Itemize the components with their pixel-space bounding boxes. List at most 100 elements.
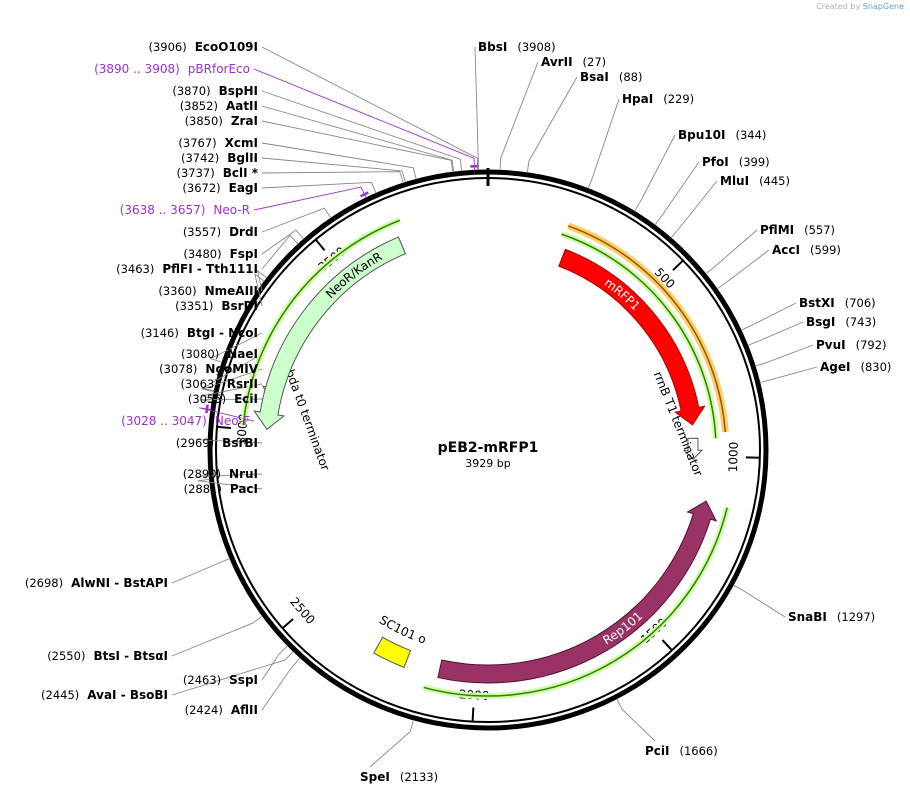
site-labels: EcoO109I(3906)pBRforEco(3890 .. 3908)Bsp…: [25, 40, 892, 784]
tick-mark: [672, 259, 684, 271]
tick-mark: [471, 707, 475, 722]
site-label-bsphi: BspHI: [219, 84, 258, 98]
leader-line: [616, 698, 656, 742]
leader-line: [759, 366, 818, 383]
site-label-hpai: HpaI: [622, 92, 653, 106]
leader-line: [201, 353, 263, 392]
leader-line: [197, 478, 263, 490]
rep101-green-line: [423, 507, 728, 697]
site-label-ecoo109i: EcoO109I: [195, 40, 258, 54]
site-position: (88): [619, 70, 643, 84]
leader-line: [716, 249, 770, 290]
leader-line: [261, 105, 455, 173]
site-label-pflfi-tth111i: PflFI - Tth111I: [162, 262, 258, 276]
leader-line: [171, 558, 231, 584]
site-label-bbsi: BbsI: [478, 40, 507, 54]
leader-line: [261, 207, 332, 233]
site-position: (3767): [178, 136, 216, 150]
site-position: (743): [845, 315, 876, 329]
site-position: (445): [759, 174, 790, 188]
leader-line: [200, 383, 263, 399]
leader-line: [526, 76, 578, 173]
leader-line: [654, 161, 700, 226]
leader-line: [196, 439, 263, 444]
site-label-sspi: SspI: [229, 673, 258, 687]
leader-line: [261, 157, 406, 183]
site-position: (2698): [25, 576, 63, 590]
site-position: (344): [735, 128, 766, 142]
site-position: (2463): [183, 673, 221, 687]
leader-line: [200, 368, 263, 393]
site-label-zrai: ZraI: [231, 114, 258, 128]
plasmid-name: pEB2-mRFP1: [438, 440, 539, 456]
site-label-pflmi: PflMI: [760, 223, 794, 237]
leader-line: [261, 229, 305, 255]
site-label-avai-bsobi: AvaI - BsoBI: [87, 688, 168, 702]
leader-line: [633, 134, 676, 212]
site-position: (3672): [182, 181, 220, 195]
site-label-bpu10i: Bpu10I: [678, 128, 725, 142]
site-label-xcmi: XcmI: [225, 136, 258, 150]
site-label-bsgi: BsgI: [806, 315, 835, 329]
site-label-bcli: BclI *: [223, 166, 259, 180]
site-position: (3908): [517, 40, 555, 54]
site-label-ngomiv: NgoMIV: [205, 362, 258, 376]
leader-line: [499, 61, 539, 171]
site-label-nrui: NruI: [229, 467, 258, 481]
site-position: (3463): [116, 262, 154, 276]
primer-label-neo-f: Neo-F: [215, 414, 250, 428]
leader-line: [254, 273, 265, 307]
leader-line: [253, 68, 476, 171]
neor-green-line: [242, 219, 401, 426]
site-label-pcii: PciI: [645, 744, 670, 758]
primer-range: (3890 .. 3908): [94, 62, 180, 76]
tick-mark: [281, 618, 294, 629]
leader-line: [171, 651, 294, 696]
leader-line: [261, 46, 479, 171]
site-label-avrii: AvrII: [541, 55, 573, 69]
mrfp1-green-line: [561, 233, 717, 439]
leader-line: [261, 171, 404, 184]
site-position: (3146): [141, 326, 179, 340]
primer-label-neo-r: Neo-R: [213, 203, 250, 217]
site-label-paci: PacI: [230, 482, 258, 496]
site-position: (1297): [837, 610, 875, 624]
site-label-bstxi: BstXI: [799, 296, 835, 310]
site-position: (2550): [47, 649, 85, 663]
site-position: (2881): [184, 482, 222, 496]
tick-label: 2500: [287, 595, 318, 627]
leader-line: [171, 615, 263, 657]
leader-line: [261, 645, 289, 681]
leader-line: [705, 229, 758, 275]
leader-line: [261, 657, 301, 711]
neor-kanr-arrow: [253, 236, 407, 431]
leader-line: [256, 269, 268, 292]
credit-prefix: Created by: [816, 2, 861, 11]
rrnb-terminator-icon: [682, 437, 704, 460]
leader-line: [261, 142, 417, 180]
snapgene-credit: Created by SnapGene: [816, 2, 904, 11]
leader-line: [587, 98, 620, 189]
site-label-pfoi: PfoI: [702, 155, 729, 169]
leader-line: [261, 234, 299, 270]
primer-range: (3638 .. 3657): [120, 203, 206, 217]
site-leaders: [171, 46, 818, 768]
site-label-mlui: MluI: [720, 174, 749, 188]
site-position: (3852): [180, 99, 218, 113]
site-label-bsai: BsaI: [580, 70, 609, 84]
site-label-snabi: SnaBI: [788, 610, 827, 624]
leader-line: [747, 321, 804, 346]
site-position: (3080): [181, 347, 219, 361]
site-position: (3742): [181, 151, 219, 165]
primer-label-pbrforeco: pBRforEco: [188, 62, 250, 76]
site-position: (2424): [185, 703, 223, 717]
leader-line: [474, 46, 480, 171]
rep101-arrow: [437, 500, 718, 684]
site-label-rsrii: RsrII: [227, 377, 258, 391]
site-position: (3351): [175, 299, 213, 313]
site-label-spei: SpeI: [360, 770, 390, 784]
site-label-eagi: EagI: [229, 181, 258, 195]
credit-brand: SnapGene: [862, 2, 904, 11]
